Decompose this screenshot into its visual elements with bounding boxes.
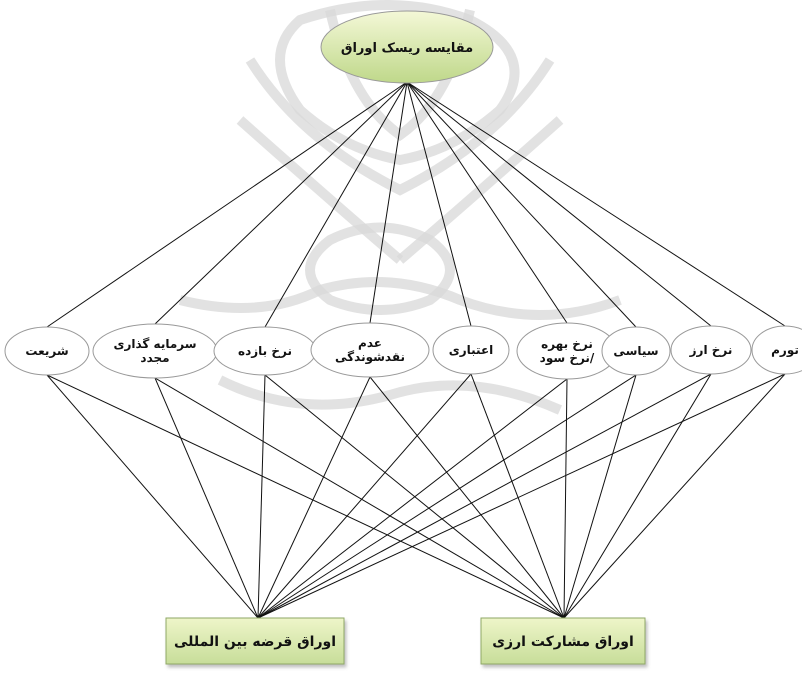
edge-goal-to-fx [406,81,712,327]
criterion-ellipse [601,326,671,376]
criterion-label: نرخ بازده [238,344,292,358]
criterion-node-inflation: تورم [751,325,802,375]
edge-goal-to-shariat [46,81,408,328]
criterion-label: اعتباری [449,343,494,357]
criterion-ellipse [751,325,802,375]
criterion-label: نرخ ارز [689,343,733,357]
alternatives-nodes: اوراق قرضه بین المللی اوراق مشارکت ارزی [165,617,646,665]
edge-credit-to-fx-participation [470,373,565,619]
edge-goal-to-inflation [406,81,786,327]
edge-shariat-to-fx-participation [46,374,565,619]
criterion-node-shariat: شریعت [4,326,90,376]
edge-fx-to-fx-participation [563,373,712,619]
edge-fx-to-intl-bonds [257,373,712,619]
criterion-label: نرخ بهره [541,337,593,351]
criterion-ellipse [4,326,90,376]
edge-goal-to-political [406,81,637,328]
alternative-box [480,617,646,665]
criterion-label: مجدد [140,351,169,365]
criterion-label: سیاسی [613,344,658,358]
criterion-node-credit: اعتباری [432,325,510,375]
criterion-label: شریعت [25,344,68,358]
edge-goal-to-credit [406,81,472,327]
edge-political-to-intl-bonds [257,374,637,619]
alternative-node-fx-participation: اوراق مشارکت ارزی [480,617,646,665]
edge-goal-to-yield [264,81,408,328]
goal-label: مقایسه ریسک اوراق [341,41,473,56]
criterion-ellipse [670,325,752,375]
edge-goal-to-reinvestment [154,81,408,325]
edge-shariat-to-intl-bonds [46,374,259,619]
edge-illiquidity-to-fx-participation [369,376,565,619]
alternative-label: اوراق قرضه بین المللی [174,634,336,650]
edge-reinvestment-to-fx-participation [154,377,565,619]
edge-political-to-fx-participation [563,374,637,619]
alternative-box [165,617,345,665]
goal-ellipse [320,10,494,84]
criterion-node-fx: نرخ ارز [670,325,752,375]
criterion-label: نقدشوندگی [335,350,405,365]
edge-goal-to-illiquidity [369,81,408,324]
edge-yield-to-intl-bonds [257,374,266,619]
criterion-ellipse [310,322,430,378]
edge-inflation-to-intl-bonds [257,373,786,619]
edge-inflation-to-fx-participation [563,373,786,619]
edge-interest-to-fx-participation [563,378,568,619]
criterion-ellipse [432,325,510,375]
criterion-node-yield: نرخ بازده [213,326,317,376]
alternative-node-intl-bonds: اوراق قرضه بین المللی [165,617,345,665]
edges [46,81,786,619]
goal-node: مقایسه ریسک اوراق [320,10,494,84]
watermark-ornament [178,0,622,415]
criterion-node-interest: نرخ بهره/نرخ سود [516,322,618,380]
edge-goal-to-interest [406,81,568,324]
edge-reinvestment-to-intl-bonds [154,377,259,619]
edge-illiquidity-to-intl-bonds [257,376,371,619]
edge-credit-to-intl-bonds [257,373,472,619]
criterion-label: تورم [771,343,799,358]
criterion-node-political: سیاسی [601,326,671,376]
alternative-label: اوراق مشارکت ارزی [492,634,634,650]
criterion-label: سرمایه گذاری [113,337,196,351]
criterion-label: /نرخ سود [540,351,595,366]
criterion-label: عدم [358,336,382,351]
edge-interest-to-intl-bonds [257,378,568,619]
